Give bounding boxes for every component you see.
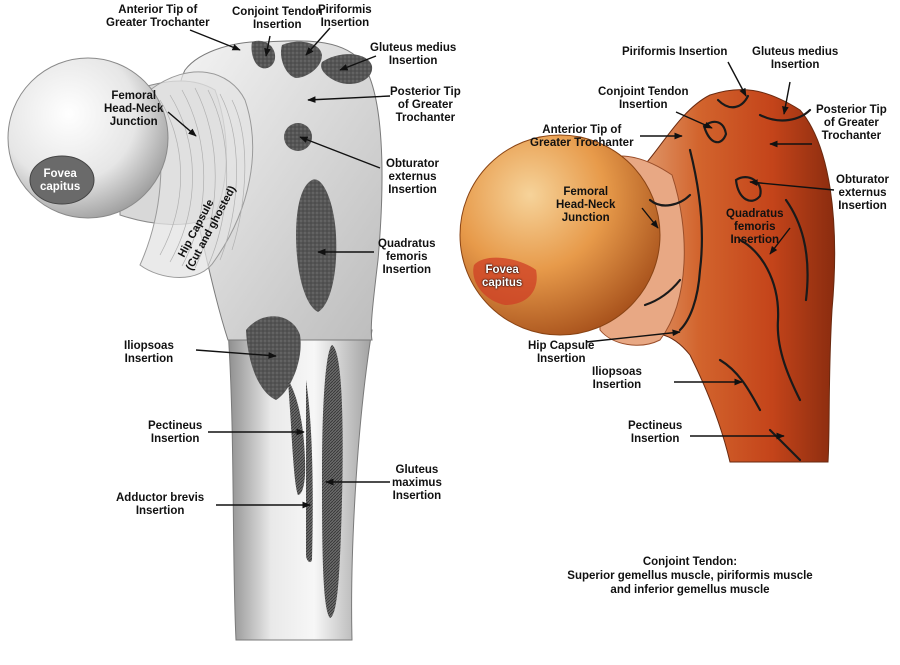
fovea-capitus-pit xyxy=(29,155,95,205)
conjoint-tendon-note: Conjoint Tendon: Superior gemellus muscl… xyxy=(567,556,813,596)
right-specimen-photo xyxy=(459,61,836,463)
capsule-fibers xyxy=(159,87,246,269)
obturator-externus-footprint xyxy=(284,123,312,151)
conjoint-tendon-footprint xyxy=(251,40,276,69)
specimen-head xyxy=(459,134,661,336)
label-piriformis-right: Piriformis Insertion xyxy=(622,46,728,58)
right-leader-lines xyxy=(585,61,835,440)
left-femur-illustration: Hip Capsule (Cut and ghosted) xyxy=(7,27,391,641)
adductor-brevis-footprint xyxy=(306,380,313,563)
pectineus-footprint xyxy=(288,380,306,495)
quadratus-femoris-footprint xyxy=(296,179,337,312)
specimen-ink-markings xyxy=(643,94,812,462)
specimen-fovea xyxy=(473,257,537,305)
hip-capsule-ghost xyxy=(139,71,254,278)
left-leader-lines xyxy=(167,27,391,509)
